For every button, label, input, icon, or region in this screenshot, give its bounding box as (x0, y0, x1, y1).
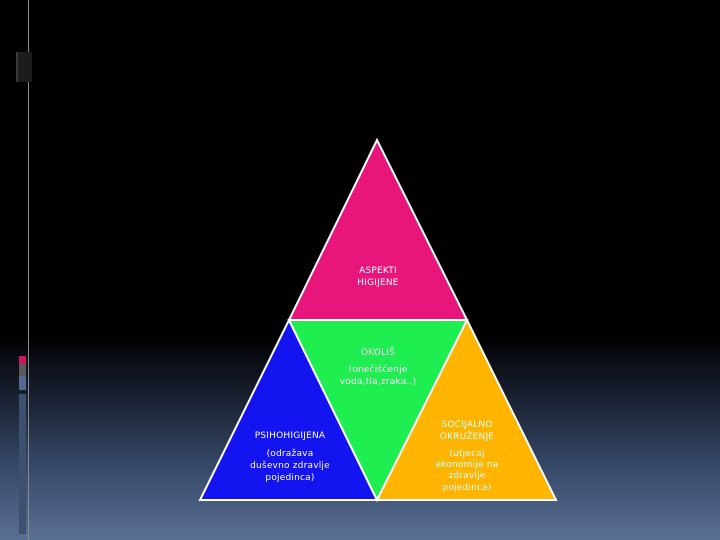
psihohigijena-label: PSIHOHIGIJENA (255, 431, 326, 441)
okruzenje-label: OKRUŽENJE (440, 430, 495, 442)
socijalno-desc-line3: zdravlje (448, 471, 485, 481)
okolis-desc-line1: (onečišćenje (348, 364, 407, 375)
psihohigijena-desc-line3: pojedinca) (265, 473, 314, 483)
okolis-label: OKOLIŠ (361, 346, 395, 358)
psihohigijena-desc-line2: duševno zdravlje (250, 460, 330, 471)
higijene-label: HIGIJENE (357, 278, 399, 288)
socijalno-desc-line2: ekonomije na (436, 460, 499, 470)
socijalno-desc-line1: (utjecaj (449, 449, 484, 459)
socijalno-label: SOCIJALNO (441, 420, 492, 430)
accent-bar-pink (19, 356, 26, 370)
okolis-desc-line2: voda,tla,zraka..) (340, 377, 416, 387)
title-bullet-square (16, 52, 32, 82)
accent-bar-blue (19, 376, 26, 390)
accent-bar-gray (19, 364, 26, 376)
pyramid-right-section (375, 317, 558, 501)
left-vertical-rule (28, 0, 29, 540)
psihohigijena-desc-line1: (odražava (267, 449, 314, 459)
accent-bar-steel (19, 394, 26, 534)
socijalno-desc-line4: pojedinca) (442, 483, 491, 493)
aspekti-label: ASPEKTI (359, 266, 397, 276)
pyramid-top-section (287, 137, 469, 321)
